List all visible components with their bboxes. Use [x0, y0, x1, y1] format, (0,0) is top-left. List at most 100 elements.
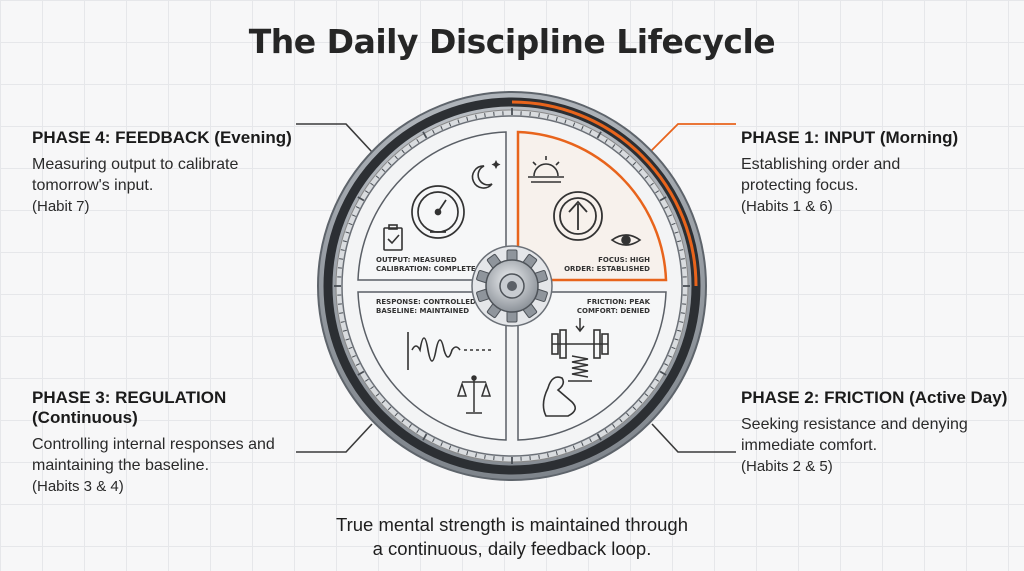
- phase-2-friction: PHASE 2: FRICTION (Active Day) Seeking r…: [741, 388, 1024, 477]
- bezel-tick: [589, 438, 592, 443]
- bezel-tick: [680, 258, 685, 260]
- bezel-tick: [555, 451, 558, 456]
- phase-3-title: PHASE 3: REGULATION (Continuous): [32, 388, 227, 427]
- bezel-tick: [547, 114, 549, 119]
- bezel-tick: [457, 448, 460, 453]
- bezel-tick: [604, 429, 608, 434]
- bezel-tick: [348, 222, 353, 226]
- spring-icon: [568, 318, 592, 382]
- bezel-tick: [671, 222, 676, 226]
- gauge-icon: [411, 185, 465, 239]
- footer-line-2: a continuous, daily feedback loop.: [372, 538, 652, 559]
- phase-3-desc-1: Controlling internal responses and: [32, 436, 275, 453]
- bezel-tick: [475, 114, 477, 119]
- q1-label-1: FOCUS: HIGH: [598, 256, 650, 264]
- phase-2-habits: (Habits 2 & 5): [741, 458, 833, 475]
- bezel-tick: [422, 433, 428, 441]
- bezel-tick: [659, 370, 667, 376]
- bezel-tick: [619, 149, 623, 154]
- footer-caption: True mental strength is maintained throu…: [0, 513, 1024, 561]
- bezel-tick: [596, 433, 602, 441]
- bezel-tick: [351, 355, 356, 358]
- phase-4-habits: (Habit 7): [32, 198, 90, 215]
- bezel-tick: [416, 138, 420, 143]
- bezel-tick: [564, 119, 567, 124]
- bezel-tick: [394, 412, 398, 417]
- bezel-tick: [345, 338, 350, 341]
- bezel-tick: [440, 442, 443, 447]
- bezel-tick: [668, 214, 673, 217]
- q4-label-1: OUTPUT: MEASURED: [376, 256, 457, 264]
- sun-rise-icon: [528, 156, 564, 183]
- phase-4-title: PHASE 4: FEEDBACK (Evening): [32, 128, 292, 147]
- bezel-tick: [650, 182, 654, 186]
- bezel-tick: [581, 442, 584, 447]
- bezel-tick: [375, 175, 380, 179]
- bezel-tick: [674, 231, 679, 234]
- waveform-icon: [407, 332, 492, 370]
- bezel-tick: [387, 406, 392, 411]
- bezel-tick: [596, 131, 602, 139]
- footer-line-1: True mental strength is maintained throu…: [335, 514, 689, 535]
- clipboard-check-icon: [383, 224, 403, 251]
- bezel-tick: [671, 346, 676, 350]
- q3-label-1: RESPONSE: CONTROLLED: [376, 298, 476, 306]
- bezel-tick: [348, 346, 353, 350]
- bezel-tick: [655, 378, 660, 382]
- q2-label-2: COMFORT: DENIED: [577, 307, 650, 315]
- bezel-ticks: [334, 108, 690, 464]
- bezel-tick: [659, 196, 667, 202]
- phase-4-desc-1: Measuring output to calibrate: [32, 156, 239, 173]
- bezel-tick: [339, 312, 344, 314]
- bezel-tick: [355, 206, 360, 209]
- connector-phase2: [651, 423, 736, 453]
- bezel-tick: [416, 429, 420, 434]
- bezel-tick: [342, 240, 347, 243]
- up-arrow-icon: [553, 191, 603, 241]
- bezel-tick: [370, 386, 374, 390]
- bezel-tick: [457, 119, 460, 124]
- phase-2-desc-2: immediate comfort.: [741, 437, 878, 454]
- bezel-tick: [644, 393, 649, 397]
- q4-label-2: CALIBRATION: COMPLETE: [376, 265, 476, 273]
- bezel-tick: [355, 363, 360, 366]
- bezel-tick: [619, 418, 623, 423]
- bezel-tick: [432, 129, 435, 134]
- phase-1-desc-1: Establishing order and: [741, 156, 901, 173]
- quadrant-friction: [517, 291, 667, 441]
- q3-label-2: BASELINE: MAINTAINED: [376, 307, 469, 315]
- phase-3-regulation: PHASE 3: REGULATION (Continuous) Control…: [32, 388, 332, 497]
- bezel-tick: [387, 161, 392, 166]
- bezel-tick: [422, 131, 428, 139]
- bezel-tick: [612, 424, 616, 428]
- bezel-tick: [589, 129, 592, 134]
- bezel-tick: [677, 240, 682, 243]
- phase-1-input: PHASE 1: INPUT (Morning) Establishing or…: [741, 128, 1024, 217]
- bezel-tick: [538, 113, 540, 118]
- page-title: The Daily Discipline Lifecycle: [248, 22, 776, 61]
- bezel-tick: [339, 258, 344, 260]
- phase-2-desc-1: Seeking resistance and denying: [741, 416, 968, 433]
- bezel-tick: [466, 116, 469, 121]
- bezel-tick: [381, 400, 386, 404]
- bezel-tick: [626, 155, 630, 160]
- bezel-tick: [340, 249, 345, 251]
- bezel-tick: [408, 144, 412, 148]
- bezel-tick: [638, 168, 643, 172]
- connector-phase4: [296, 123, 373, 153]
- bezel-tick: [401, 149, 405, 154]
- bezel-tick: [655, 190, 660, 194]
- bezel-tick: [547, 453, 549, 458]
- bezel-tick: [484, 454, 486, 459]
- bezel-tick: [679, 321, 684, 323]
- bezel-tick: [345, 231, 350, 234]
- bezel-tick: [677, 329, 682, 332]
- moon-stars-icon: [471, 160, 501, 189]
- flexed-arm-icon: [542, 376, 576, 417]
- bezel-tick: [668, 355, 673, 358]
- bezel-tick: [572, 445, 576, 450]
- phase-2-title: PHASE 2: FRICTION (Active Day): [741, 388, 1008, 407]
- bezel-tick: [484, 113, 486, 118]
- phase-3-habits: (Habits 3 & 4): [32, 478, 124, 495]
- bezel-tick: [475, 453, 477, 458]
